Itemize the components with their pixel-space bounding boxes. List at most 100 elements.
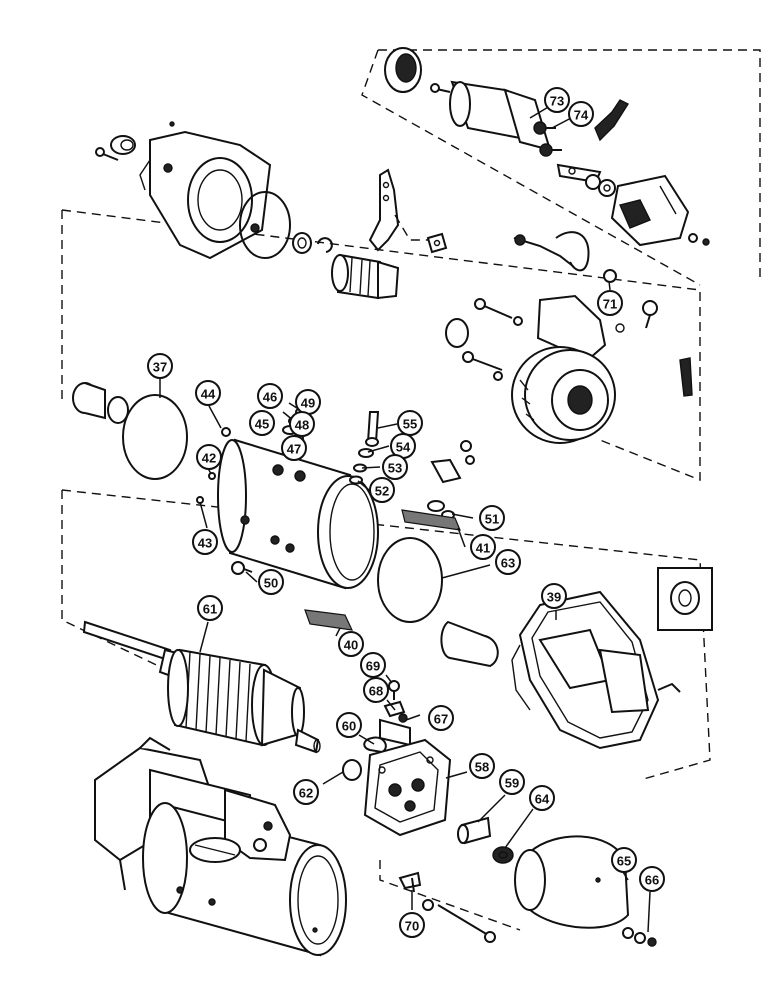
brush-plate <box>363 738 452 837</box>
callout-label: 66 <box>645 873 659 888</box>
brush-terminal-screw <box>388 680 400 700</box>
drive-washer <box>292 232 312 254</box>
callout-52: 52 <box>369 477 395 503</box>
callout-label: 55 <box>403 417 417 432</box>
callout-label: 70 <box>405 919 419 934</box>
lever-leader <box>394 214 430 241</box>
callout-label: 47 <box>287 442 301 457</box>
end-frame-washer <box>615 323 625 333</box>
callout-label: 42 <box>202 451 216 466</box>
callout-circle <box>495 549 521 575</box>
brush-holder-bolt <box>474 298 523 326</box>
callout-68: 68 <box>363 677 389 703</box>
callout-circle <box>293 779 319 805</box>
callout-label: 65 <box>617 854 631 869</box>
shift-lever <box>368 168 400 252</box>
callout-63: 63 <box>495 549 521 575</box>
long-through-bolt <box>437 904 496 943</box>
solenoid-boot <box>384 47 422 93</box>
callout-label: 69 <box>366 659 380 674</box>
drive-end-housing <box>139 130 272 260</box>
callout-label: 50 <box>264 576 278 591</box>
callout-circle <box>499 769 525 795</box>
callout-label: 46 <box>263 390 277 405</box>
callout-73: 73 <box>544 87 570 113</box>
solenoid-plunger <box>430 83 451 93</box>
callout-60: 60 <box>336 712 362 738</box>
callout-44: 44 <box>195 380 221 406</box>
end-frame-bolt <box>642 300 658 329</box>
callout-37: 37 <box>147 353 173 379</box>
armature <box>82 620 321 754</box>
callout-43: 43 <box>192 529 218 555</box>
cover-screw <box>688 233 710 246</box>
field-frame-o-ring <box>122 394 188 480</box>
callout-circle <box>197 595 223 621</box>
callout-label: 58 <box>475 760 489 775</box>
callout-circle <box>196 444 222 470</box>
callout-67: 67 <box>428 705 454 731</box>
callout-47: 47 <box>281 435 307 461</box>
callout-circle <box>249 410 275 436</box>
callout-39: 39 <box>541 583 567 609</box>
callout-circle <box>399 912 425 938</box>
callout-64: 64 <box>529 785 555 811</box>
callout-circle <box>479 505 505 531</box>
callout-label: 45 <box>255 417 269 432</box>
solenoid-cover <box>610 174 690 247</box>
callout-circle <box>258 569 284 595</box>
callout-53: 53 <box>382 454 408 480</box>
callout-61: 61 <box>197 595 223 621</box>
drive-housing-group-outline <box>61 209 701 482</box>
callout-label: 61 <box>203 602 217 617</box>
cap-screw-set <box>622 927 657 947</box>
callout-circle <box>336 712 362 738</box>
end-cap <box>514 835 630 929</box>
callout-label: 41 <box>476 541 490 556</box>
callout-label: 39 <box>547 590 561 605</box>
callout-69: 69 <box>360 652 386 678</box>
armature-thrust-washer <box>342 759 362 781</box>
brush-spring <box>383 700 408 723</box>
callout-label: 54 <box>396 440 411 455</box>
callout-label: 49 <box>301 396 315 411</box>
field-frame <box>217 438 379 590</box>
pinion-drive <box>331 253 400 300</box>
armature-bushing <box>72 382 106 420</box>
callout-71: 71 <box>597 290 623 316</box>
end-frame-pins <box>679 357 693 397</box>
callout-circle <box>397 410 423 436</box>
drive-housing-bolt <box>95 147 119 161</box>
solenoid-body <box>449 80 562 157</box>
commutator-end-o-ring <box>377 537 443 623</box>
callout-label: 73 <box>550 94 564 109</box>
callout-circle <box>289 411 315 437</box>
insulator-40 <box>304 609 354 631</box>
callout-49: 49 <box>295 389 321 415</box>
strap-washer <box>422 899 434 911</box>
callout-circle <box>428 705 454 731</box>
callout-label: 62 <box>299 786 313 801</box>
callout-circle <box>338 631 364 657</box>
brush-gasket <box>440 620 499 668</box>
callout-label: 52 <box>375 484 389 499</box>
callout-label: 44 <box>201 387 216 402</box>
callout-51: 51 <box>479 505 505 531</box>
callout-label: 71 <box>603 297 617 312</box>
callout-59: 59 <box>499 769 525 795</box>
commutator-end-group-outline <box>379 860 521 931</box>
callout-circle <box>611 847 637 873</box>
commutator-end-frame <box>511 294 616 444</box>
callout-circle <box>639 866 665 892</box>
callout-50: 50 <box>258 569 284 595</box>
bushing-washer <box>107 396 129 424</box>
callout-label: 74 <box>574 108 589 123</box>
drive-bushing <box>110 135 136 155</box>
leader-lines <box>159 105 651 933</box>
terminal-lead <box>513 231 590 272</box>
callout-circle <box>469 753 495 779</box>
solenoid-nuts <box>585 174 616 197</box>
callout-label: 37 <box>153 360 167 375</box>
callout-label: 63 <box>501 556 515 571</box>
